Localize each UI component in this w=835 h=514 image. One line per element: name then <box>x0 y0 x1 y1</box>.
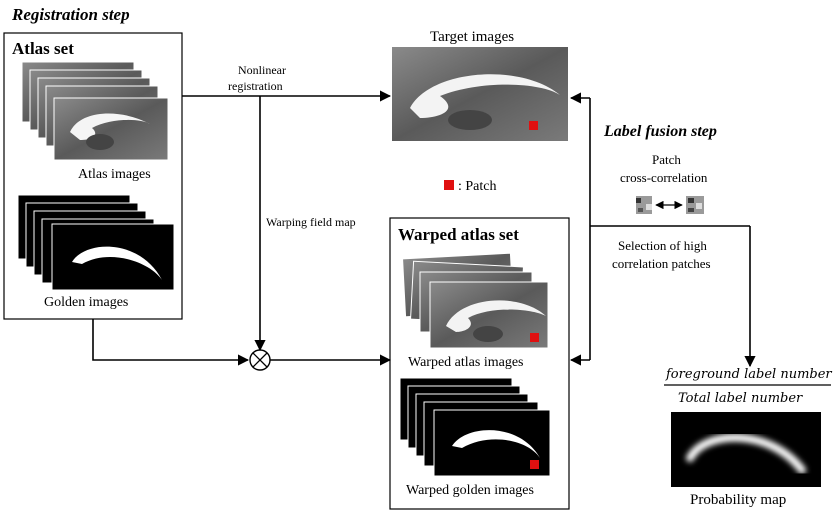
warped-atlas-set-box <box>389 217 570 510</box>
probability-map-label: Probability map <box>690 492 786 508</box>
atlas-images-label: Atlas images <box>78 167 151 182</box>
patch-cross-correlation-label-2: cross-correlation <box>620 170 708 185</box>
warped-golden-patch-marker <box>530 460 539 469</box>
atlas-to-multiply-arrow <box>92 319 250 366</box>
target-image <box>392 47 568 141</box>
nonlinear-registration-label-1: Nonlinear <box>238 63 286 77</box>
patch-legend-label: : Patch <box>458 179 497 194</box>
formula-numerator: foreground label number <box>665 367 832 382</box>
target-images-label: Target images <box>430 29 514 45</box>
warped-atlas-images-label: Warped atlas images <box>408 355 524 370</box>
warped-atlas-patch-marker <box>530 333 539 342</box>
patch-icon-left <box>636 196 652 214</box>
patch-icon-right <box>686 196 704 214</box>
patch-cross-correlation-label-1: Patch <box>652 152 681 167</box>
selection-label-1: Selection of high <box>618 238 707 253</box>
patch-legend-swatch <box>444 180 454 190</box>
atlas-set-title: Atlas set <box>12 39 74 58</box>
warped-atlas-images-stack <box>402 252 549 349</box>
selection-label-2: correlation patches <box>612 256 711 271</box>
golden-images-stack <box>17 194 175 291</box>
nonlinear-registration-label-2: registration <box>228 79 283 93</box>
multiply-operator-icon <box>249 349 271 371</box>
warped-golden-images-stack <box>399 377 551 477</box>
warped-atlas-set-title: Warped atlas set <box>398 225 519 244</box>
target-patch-marker <box>529 121 538 130</box>
atlas-images-stack <box>21 61 169 161</box>
label-fusion-step-title: Label fusion step <box>603 123 717 140</box>
formula-denominator: Total label number <box>678 391 803 406</box>
warping-field-map-label: Warping field map <box>266 215 356 229</box>
golden-images-label: Golden images <box>44 295 128 310</box>
registration-step-title: Registration step <box>11 5 130 24</box>
warped-golden-images-label: Warped golden images <box>406 483 534 498</box>
probability-map-image <box>671 412 821 487</box>
